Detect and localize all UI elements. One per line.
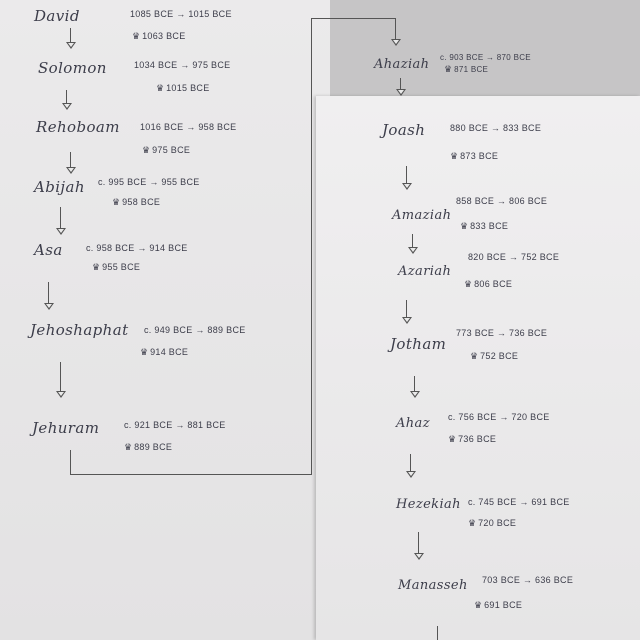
life-dates: c. 921 BCE → 881 BCE: [124, 420, 226, 430]
reign-start: 871 BCE: [454, 65, 489, 74]
life-dates: 880 BCE → 833 BCE: [450, 123, 542, 133]
reign-start: 736 BCE: [458, 434, 497, 444]
king-name: Joash: [382, 121, 426, 139]
king-entry-jotham: Jotham 773 BCE → 736 BCE ♛752 BCE: [390, 328, 547, 362]
crown-icon: ♛: [92, 263, 101, 273]
connector-line: [70, 450, 71, 474]
king-entry-manasseh: Manasseh 703 BCE → 636 BCE ♛691 BCE: [398, 574, 573, 611]
king-entry-amaziah: Amaziah 858 BCE → 806 BCE ♛833 BCE: [392, 196, 547, 232]
life-dates: c. 903 BCE → 870 BCE: [440, 53, 531, 62]
crown-icon: ♛: [474, 601, 483, 611]
reign-start: 691 BCE: [484, 600, 523, 610]
king-entry-abijah: Abijah c. 995 BCE → 955 BCE ♛958 BCE: [34, 177, 199, 208]
background-sheet: [330, 0, 640, 96]
crown-icon: ♛: [468, 519, 477, 529]
king-name: Manasseh: [398, 578, 468, 593]
reign-start: 752 BCE: [480, 351, 519, 361]
king-entry-ahaziah: Ahaziah c. 903 BCE → 870 BCE ♛871 BCE: [374, 53, 531, 75]
life-dates: c. 745 BCE → 691 BCE: [468, 497, 570, 507]
king-entry-david: David 1085 BCE → 1015 BCE ♛1063 BCE: [34, 6, 231, 42]
king-name: Hezekiah: [396, 497, 461, 512]
king-name: Ahaziah: [374, 57, 430, 72]
crown-icon: ♛: [470, 352, 479, 362]
reign-start: 889 BCE: [134, 442, 173, 452]
life-dates: 1085 BCE → 1015 BCE: [130, 9, 232, 19]
king-entry-azariah: Azariah 820 BCE → 752 BCE ♛806 BCE: [398, 252, 559, 290]
king-entry-jehuram: Jehuram c. 921 BCE → 881 BCE ♛889 BCE: [32, 418, 225, 453]
reign-start: 1063 BCE: [142, 31, 186, 41]
life-dates: c. 756 BCE → 720 BCE: [448, 412, 550, 422]
reign-start: 1015 BCE: [166, 83, 210, 93]
crown-icon: ♛: [156, 84, 165, 94]
life-dates: 773 BCE → 736 BCE: [456, 328, 548, 338]
king-name: Solomon: [38, 59, 107, 77]
crown-icon: ♛: [132, 32, 141, 42]
crown-icon: ♛: [464, 280, 473, 290]
crown-icon: ♛: [460, 222, 469, 232]
life-dates: 820 BCE → 752 BCE: [468, 252, 560, 262]
life-dates: c. 958 BCE → 914 BCE: [86, 243, 188, 253]
connector-line: [311, 18, 312, 475]
king-name: Amaziah: [392, 208, 452, 223]
crown-icon: ♛: [450, 152, 459, 162]
reign-start: 914 BCE: [150, 347, 189, 357]
king-name: Rehoboam: [36, 118, 120, 136]
crown-icon: ♛: [444, 65, 453, 75]
king-name: Ahaz: [396, 416, 430, 431]
king-name: David: [34, 7, 80, 25]
reign-start: 833 BCE: [470, 221, 509, 231]
reign-start: 806 BCE: [474, 279, 513, 289]
life-dates: 858 BCE → 806 BCE: [456, 196, 548, 206]
life-dates: 1016 BCE → 958 BCE: [140, 122, 237, 132]
reign-start: 955 BCE: [102, 262, 141, 272]
king-name: Jehoshaphat: [30, 321, 129, 339]
king-name: Azariah: [398, 264, 452, 279]
crown-icon: ♛: [112, 198, 121, 208]
left-sheet: [0, 0, 330, 640]
king-name: Abijah: [34, 178, 85, 196]
connector-line: [70, 474, 311, 475]
king-entry-jehoshaphat: Jehoshaphat c. 949 BCE → 889 BCE ♛914 BC…: [30, 320, 245, 358]
king-entry-solomon: Solomon 1034 BCE → 975 BCE ♛1015 BCE: [38, 58, 230, 94]
king-name: Asa: [34, 241, 63, 259]
life-dates: 703 BCE → 636 BCE: [482, 575, 574, 585]
connector-line: [437, 626, 438, 640]
king-entry-hezekiah: Hezekiah c. 745 BCE → 691 BCE ♛720 BCE: [396, 493, 569, 529]
reign-start: 975 BCE: [152, 145, 191, 155]
reign-start: 873 BCE: [460, 151, 499, 161]
life-dates: c. 995 BCE → 955 BCE: [98, 177, 200, 187]
crown-icon: ♛: [140, 348, 149, 358]
crown-icon: ♛: [448, 435, 457, 445]
connector-line: [311, 18, 396, 19]
crown-icon: ♛: [124, 443, 133, 453]
life-dates: 1034 BCE → 975 BCE: [134, 60, 231, 70]
king-entry-asa: Asa c. 958 BCE → 914 BCE ♛955 BCE: [34, 240, 187, 273]
right-sheet: [316, 96, 640, 640]
king-entry-joash: Joash 880 BCE → 833 BCE ♛873 BCE: [382, 120, 541, 162]
king-name: Jehuram: [32, 419, 100, 437]
king-name: Jotham: [390, 335, 447, 353]
reign-start: 958 BCE: [122, 197, 161, 207]
king-entry-ahaz: Ahaz c. 756 BCE → 720 BCE ♛736 BCE: [396, 412, 549, 445]
king-entry-rehoboam: Rehoboam 1016 BCE → 958 BCE ♛975 BCE: [36, 117, 236, 156]
crown-icon: ♛: [142, 146, 151, 156]
reign-start: 720 BCE: [478, 518, 517, 528]
life-dates: c. 949 BCE → 889 BCE: [144, 325, 246, 335]
